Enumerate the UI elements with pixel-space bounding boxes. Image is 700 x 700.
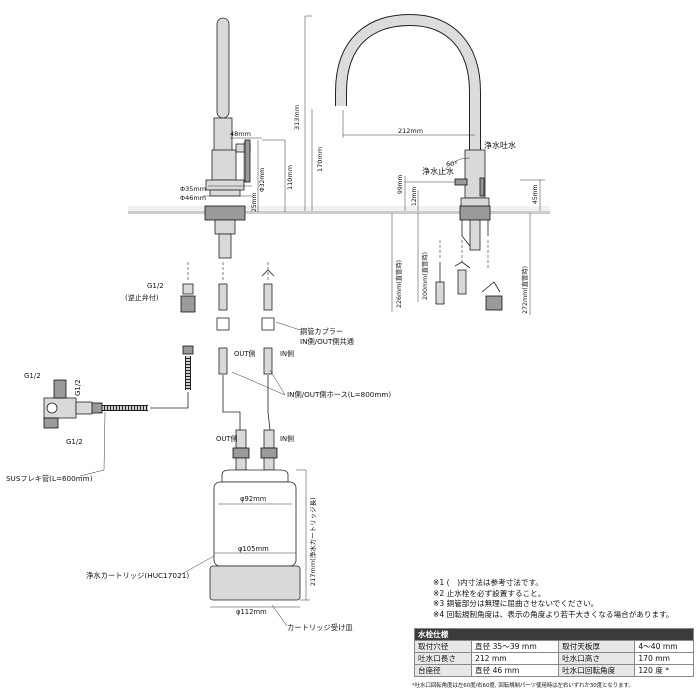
label-g12-tl: G1/2	[24, 372, 41, 380]
spec-footnote: *吐水口回転角度は左60度/右60度, 回転規制パーツ使用時は左右いずれか30度…	[412, 683, 634, 689]
note-1: ※1 ( )内寸法は参考寸法です。	[433, 578, 543, 587]
dim-313: 313mm	[293, 105, 301, 130]
label-check-valve: (逆止弁付)	[125, 293, 159, 302]
exploded-piping	[180, 262, 301, 431]
label-in-side-upper: IN側	[280, 350, 294, 358]
dim-12: 12mm	[411, 187, 418, 206]
label-out-side-lower: OUT側	[216, 435, 237, 443]
table-row: 台座径 直径 46 mm 吐水口回転角度 120 度 *	[414, 664, 694, 677]
note-3: ※3 銅管部分は無理に屈曲させないでください。	[433, 599, 599, 609]
table-row: 吐水口長さ 212 mm 吐水口高さ 170 mm	[414, 652, 694, 665]
dim-99: 99mm	[397, 175, 404, 194]
dim-48: 48mm	[230, 130, 251, 138]
dim-212: 212mm	[398, 127, 423, 135]
dim-217: 217mm(浄水カートリッジ長)	[308, 497, 317, 586]
dim-110: 110mm	[286, 165, 294, 190]
label-g12-check: G1/2	[147, 282, 164, 290]
label-copper-coupler: 銅管カプラー	[300, 327, 343, 336]
dim-25: 25mm	[251, 193, 258, 212]
dim-200: 200mm(直管時)	[420, 252, 429, 300]
table-row: 取付穴径 直径 35〜39 mm 取付天板厚 4〜40 mm	[414, 640, 694, 653]
dim-272: 272mm(直管時)	[520, 266, 529, 314]
dim-phi105: φ105mm	[238, 545, 269, 553]
dim-170: 170mm	[316, 147, 324, 172]
label-purified-stop: 浄水止水	[422, 166, 454, 176]
stop-valve-assembly	[43, 345, 194, 429]
note-2: ※2 止水栓を必ず設置すること。	[433, 588, 546, 598]
dim-phi32: Φ32mm	[259, 168, 266, 192]
label-out-side-upper: OUT側	[234, 350, 255, 358]
label-cartridge-tray: カートリッジ受け皿	[287, 623, 353, 632]
label-g12-b: G1/2	[66, 438, 83, 446]
label-in-out-common: IN側/OUT側共通	[300, 337, 354, 346]
notes: ※1 ( )内寸法は参考寸法です。 ※2 止水栓を必ず設置すること。 ※3 銅管…	[433, 578, 698, 620]
label-cartridge: 浄水カートリッジ(HUC17021)	[86, 571, 189, 580]
side-view-faucet	[335, 13, 491, 251]
spec-table: 水栓仕様 取付穴径 直径 35〜39 mm 取付天板厚 4〜40 mm 吐水口長…	[414, 628, 694, 677]
dim-phi46: Φ46mm	[180, 194, 206, 202]
dim-45: 45mm	[532, 185, 539, 204]
front-view-faucet	[204, 17, 251, 259]
dim-phi35: Φ35mm	[180, 185, 206, 193]
note-4: ※4 回転規制角度は、表示の角度より若干大きくなる場合があります。	[433, 609, 674, 619]
side-view-hoses	[435, 240, 503, 311]
dim-phi92: φ92mm	[240, 495, 267, 503]
spec-title: 水栓仕様	[414, 628, 694, 641]
label-in-side-lower: IN側	[280, 435, 294, 443]
label-hose: IN側/OUT側ホース(L=800mm)	[287, 390, 391, 399]
dim-60deg: 60°	[446, 160, 458, 168]
label-g12-tr: G1/2	[74, 379, 82, 396]
label-sus-pipe: SUSフレキ管(L=600mm)	[6, 474, 93, 483]
filter-cartridge	[209, 429, 301, 601]
label-purified-outlet: 浄水吐水	[484, 140, 516, 150]
dim-226: 226mm(直管時)	[394, 260, 403, 308]
dim-phi112: φ112mm	[236, 608, 267, 616]
